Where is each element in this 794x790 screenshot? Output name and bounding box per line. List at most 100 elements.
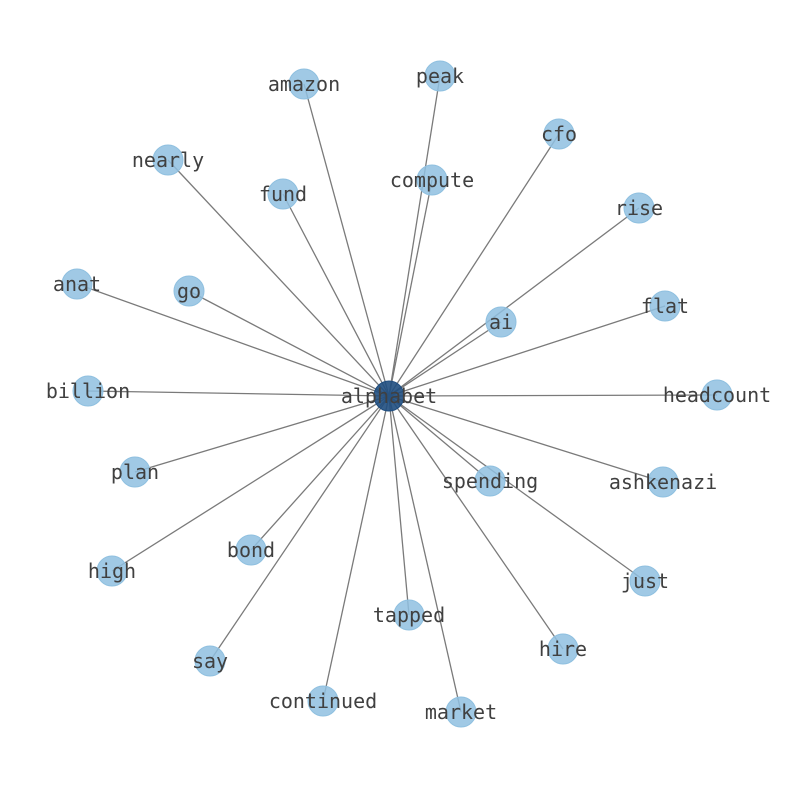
- edge-alphabet-rise: [388, 207, 640, 397]
- node-compute: compute: [390, 164, 474, 196]
- node-label-bond: bond: [227, 538, 275, 562]
- node-circle-ai: [485, 306, 517, 338]
- node-market: market: [425, 696, 497, 728]
- node-circle-billion: [72, 375, 104, 407]
- node-label-tapped: tapped: [373, 603, 445, 627]
- edge-alphabet-peak: [388, 75, 441, 397]
- node-circle-alphabet: [373, 380, 405, 412]
- node-circle-bond: [235, 534, 267, 566]
- edge-alphabet-fund: [282, 193, 390, 397]
- edge-alphabet-flat: [388, 305, 666, 397]
- edge-alphabet-bond: [250, 395, 390, 551]
- node-label-fund: fund: [259, 182, 307, 206]
- node-rise: rise: [615, 192, 663, 224]
- node-continued: continued: [269, 685, 377, 717]
- node-hire: hire: [539, 633, 587, 665]
- edge-alphabet-anat: [76, 283, 390, 397]
- node-label-continued: continued: [269, 689, 377, 713]
- edge-alphabet-cfo: [388, 133, 560, 397]
- node-circle-go: [173, 275, 205, 307]
- node-label-go: go: [177, 279, 201, 303]
- nodes-layer: alphabet amazon peak cfo nearly fund compute ri…: [46, 60, 771, 728]
- node-label-market: market: [425, 700, 497, 724]
- node-go: go: [173, 275, 205, 307]
- node-nearly: nearly: [132, 144, 204, 176]
- node-label-flat: flat: [641, 294, 689, 318]
- node-circle-compute: [416, 164, 448, 196]
- node-label-peak: peak: [416, 64, 464, 88]
- node-billion: billion: [46, 375, 130, 407]
- node-high: high: [88, 555, 136, 587]
- edge-alphabet-market: [388, 395, 462, 713]
- edge-alphabet-continued: [322, 395, 390, 702]
- edge-alphabet-plan: [134, 395, 390, 473]
- node-spending: spending: [442, 465, 538, 497]
- node-circle-headcount: [701, 379, 733, 411]
- node-alphabet: alphabet: [341, 380, 437, 412]
- edge-alphabet-compute: [388, 179, 433, 397]
- node-circle-fund: [267, 178, 299, 210]
- node-circle-ashkenazi: [647, 466, 679, 498]
- node-say: say: [192, 645, 228, 677]
- edge-alphabet-hire: [388, 395, 564, 650]
- edge-alphabet-tapped: [388, 395, 410, 616]
- node-label-ashkenazi: ashkenazi: [609, 470, 717, 494]
- node-circle-continued: [307, 685, 339, 717]
- node-plan: plan: [111, 456, 159, 488]
- node-peak: peak: [416, 60, 464, 92]
- node-flat: flat: [641, 290, 689, 322]
- edge-alphabet-ai: [388, 321, 502, 397]
- edge-alphabet-billion: [87, 390, 390, 397]
- node-circle-tapped: [393, 599, 425, 631]
- node-label-compute: compute: [390, 168, 474, 192]
- node-label-hire: hire: [539, 637, 587, 661]
- node-circle-just: [629, 565, 661, 597]
- node-label-nearly: nearly: [132, 148, 204, 172]
- node-just: just: [621, 565, 669, 597]
- node-label-headcount: headcount: [663, 383, 771, 407]
- node-circle-nearly: [152, 144, 184, 176]
- node-label-rise: rise: [615, 196, 663, 220]
- edge-alphabet-headcount: [388, 394, 718, 397]
- node-circle-say: [194, 645, 226, 677]
- node-circle-plan: [119, 456, 151, 488]
- node-circle-rise: [623, 192, 655, 224]
- node-label-billion: billion: [46, 379, 130, 403]
- node-circle-amazon: [288, 68, 320, 100]
- node-amazon: amazon: [268, 68, 340, 100]
- node-cfo: cfo: [541, 118, 577, 150]
- node-circle-flat: [649, 290, 681, 322]
- node-label-high: high: [88, 559, 136, 583]
- edges-layer: [76, 75, 718, 713]
- node-headcount: headcount: [663, 379, 771, 411]
- node-label-amazon: amazon: [268, 72, 340, 96]
- edge-alphabet-go: [188, 290, 390, 397]
- node-label-plan: plan: [111, 460, 159, 484]
- node-label-anat: anat: [53, 272, 101, 296]
- edge-alphabet-amazon: [303, 83, 390, 397]
- node-anat: anat: [53, 268, 101, 300]
- edge-alphabet-nearly: [167, 159, 390, 397]
- node-circle-peak: [424, 60, 456, 92]
- node-label-say: say: [192, 649, 228, 673]
- node-label-alphabet: alphabet: [341, 384, 437, 408]
- node-circle-anat: [61, 268, 93, 300]
- edge-alphabet-just: [388, 395, 646, 582]
- node-ashkenazi: ashkenazi: [609, 466, 717, 498]
- node-bond: bond: [227, 534, 275, 566]
- edge-alphabet-ashkenazi: [388, 395, 664, 483]
- node-label-spending: spending: [442, 469, 538, 493]
- node-circle-hire: [547, 633, 579, 665]
- node-circle-market: [445, 696, 477, 728]
- node-tapped: tapped: [373, 599, 445, 631]
- edge-alphabet-say: [209, 395, 390, 662]
- node-label-cfo: cfo: [541, 122, 577, 146]
- edge-alphabet-spending: [388, 395, 491, 482]
- edge-alphabet-high: [111, 395, 390, 572]
- node-ai: ai: [485, 306, 517, 338]
- node-circle-cfo: [543, 118, 575, 150]
- node-fund: fund: [259, 178, 307, 210]
- node-label-ai: ai: [489, 310, 513, 334]
- node-label-just: just: [621, 569, 669, 593]
